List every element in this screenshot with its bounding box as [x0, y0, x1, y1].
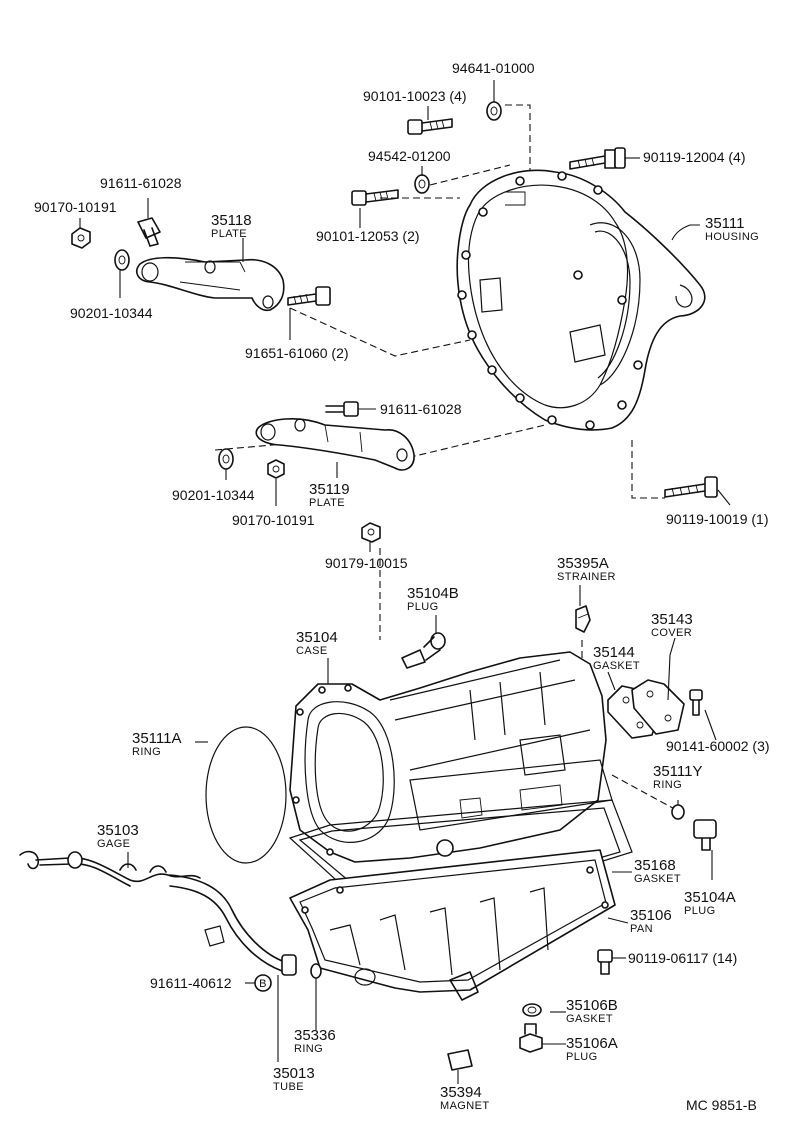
ring-35111Y — [671, 804, 685, 820]
label-35118: 35118 — [211, 212, 252, 229]
plate-35119 — [255, 418, 415, 471]
label-90170-10191-a: 90170-10191 — [34, 199, 117, 215]
label-35336: 35336 — [294, 1027, 336, 1044]
ring-35336 — [310, 963, 322, 979]
label-plug-35106A: PLUG — [566, 1051, 598, 1063]
label-90141-60002: 90141-60002 (3) — [666, 738, 770, 754]
label-91611-40612: 91611-40612 — [150, 975, 232, 991]
leader-lines — [79, 80, 731, 1084]
label-35111: 35111 — [705, 215, 745, 232]
bolt-90101-12053 — [351, 189, 399, 206]
washer-94641 — [486, 101, 502, 121]
label-35111Y: 35111Y — [653, 763, 703, 780]
label-94542-01200: 94542-01200 — [368, 148, 451, 164]
label-35106B: 35106B — [566, 997, 618, 1014]
oil-pan-35106 — [289, 849, 616, 1001]
label-tube: TUBE — [273, 1081, 304, 1093]
label-90201-10344-a: 90201-10344 — [70, 305, 153, 321]
label-ring-35336: RING — [294, 1043, 323, 1055]
label-94641-01000: 94641-01000 — [452, 60, 535, 76]
strainer-35395A — [575, 605, 591, 633]
label-gasket-35144: GASKET — [593, 660, 640, 672]
label-plate-35118: PLATE — [211, 228, 247, 240]
circle-b-mark: B — [259, 978, 267, 990]
bolt-91651-61060 — [287, 286, 331, 306]
bolt-90101-10023 — [407, 118, 453, 135]
washer-94542 — [414, 174, 430, 194]
gasket-35106B — [522, 1003, 542, 1017]
transmission-case-35104 — [289, 651, 613, 863]
label-35106: 35106 — [630, 907, 672, 924]
label-35104A: 35104A — [684, 889, 736, 906]
label-cover: COVER — [651, 627, 692, 639]
plug-35104A — [693, 819, 717, 851]
label-35144: 35144 — [593, 644, 635, 661]
label-91611-61028-a: 91611-61028 — [100, 175, 182, 191]
label-90170-10191-b: 90170-10191 — [232, 512, 315, 528]
label-35168: 35168 — [634, 857, 676, 874]
label-35013: 35013 — [273, 1065, 315, 1082]
plate-35118 — [136, 256, 285, 312]
label-91611-61028-b: 91611-61028 — [380, 401, 462, 417]
magnet-35394 — [447, 1049, 473, 1071]
label-35104B: 35104B — [407, 585, 459, 602]
label-35104: 35104 — [296, 629, 338, 646]
label-90119-12004: 90119-12004 (4) — [643, 149, 745, 165]
cover-35143 — [631, 679, 685, 735]
label-plate-35119: PLATE — [309, 497, 345, 509]
bolt-90119-06117 — [597, 949, 613, 975]
nut-90179-10015 — [361, 522, 381, 543]
label-91651-61060: 91651-61060 (2) — [245, 345, 349, 361]
bolt-91611-40612: B — [254, 974, 272, 992]
label-ring-35111A: RING — [132, 746, 161, 758]
nut-90170-10191-b — [267, 459, 285, 479]
label-plug-35104A: PLUG — [684, 905, 716, 917]
label-35106A: 35106A — [566, 1035, 618, 1052]
label-35143: 35143 — [651, 611, 693, 628]
bolt-90119-12004 — [569, 147, 626, 170]
label-35394: 35394 — [440, 1084, 482, 1101]
label-gasket-35106B: GASKET — [566, 1013, 613, 1025]
label-magnet: MAGNET — [440, 1100, 489, 1112]
label-90179-10015: 90179-10015 — [325, 555, 408, 571]
diagram-code: MC 9851-B — [686, 1097, 757, 1113]
plug-35104B — [401, 632, 446, 669]
converter-housing-35111 — [456, 169, 706, 431]
nut-90170-10191-a — [71, 227, 91, 249]
label-35119: 35119 — [309, 481, 350, 498]
bolt-91611-61028-b — [325, 401, 359, 417]
label-90119-10019: 90119-10019 (1) — [666, 511, 768, 527]
part-labels: 94641-01000 90101-10023 (4) 94542-01200 … — [34, 60, 770, 1113]
bolt-90141-60002 — [689, 689, 703, 716]
label-plug-35104B: PLUG — [407, 601, 439, 613]
label-35395A: 35395A — [557, 555, 609, 572]
gage-35103 — [19, 850, 201, 887]
label-90119-06117: 90119-06117 (14) — [628, 950, 737, 966]
washer-90201-10344-b — [218, 448, 234, 470]
label-90101-10023: 90101-10023 (4) — [363, 88, 467, 104]
tube-35013 — [169, 874, 297, 976]
label-housing: HOUSING — [705, 231, 759, 243]
washer-90201-10344-a — [114, 249, 130, 271]
label-strainer: STRAINER — [557, 571, 616, 583]
ring-35111A — [205, 726, 287, 864]
label-case: CASE — [296, 645, 328, 657]
bolt-90119-10019 — [664, 476, 718, 498]
label-gage: GAGE — [97, 838, 130, 850]
plug-35106A — [519, 1023, 543, 1053]
label-90201-10344-b: 90201-10344 — [172, 487, 255, 503]
label-ring-35111Y: RING — [653, 779, 682, 791]
label-90101-12053: 90101-12053 (2) — [316, 228, 420, 244]
label-pan: PAN — [630, 923, 653, 935]
label-35103: 35103 — [97, 822, 139, 839]
label-35111A: 35111A — [132, 730, 182, 747]
label-gasket-35168: GASKET — [634, 873, 681, 885]
bolt-91611-61028-a — [137, 217, 161, 247]
